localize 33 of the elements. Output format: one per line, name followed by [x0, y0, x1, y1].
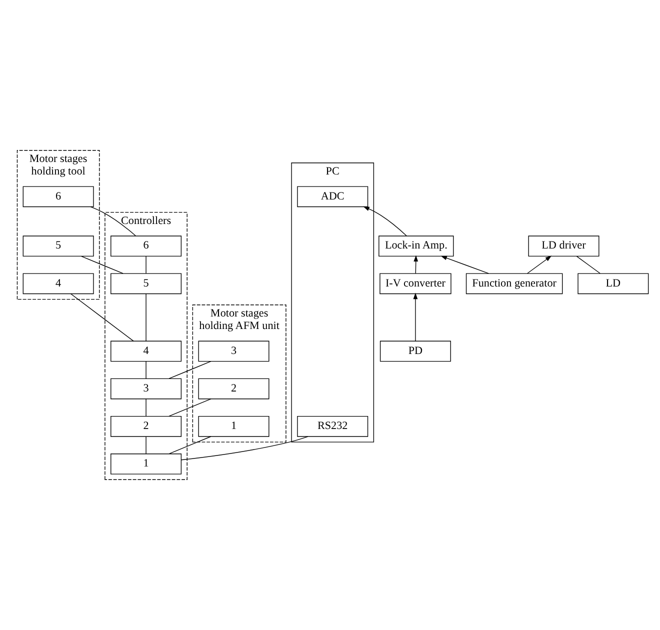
node-box: PD	[380, 340, 451, 362]
node-box: 3	[110, 378, 182, 400]
node-box: ADC	[297, 186, 368, 208]
connector	[181, 436, 308, 460]
arrow	[413, 292, 418, 342]
node-box: 2	[198, 378, 270, 400]
node-box: 5	[22, 236, 94, 257]
node-box: 3	[198, 340, 270, 362]
connector	[90, 206, 136, 236]
node-box: LD driver	[528, 236, 600, 257]
node-box: Lock-in Amp.	[378, 236, 454, 257]
node-box: 6	[110, 236, 182, 257]
node-box: LD	[578, 273, 649, 294]
node-box: 6	[22, 186, 94, 208]
connector	[168, 360, 212, 379]
node-box: 1	[198, 416, 270, 437]
connector	[168, 398, 212, 417]
node-box: I-V converter	[380, 273, 452, 294]
node-box: RS232	[297, 416, 368, 437]
arrow	[363, 206, 407, 236]
node-box: 4	[22, 273, 94, 294]
node-box: 2	[110, 416, 182, 437]
connector	[576, 256, 600, 274]
arrow	[527, 256, 552, 274]
arrow	[440, 256, 489, 274]
connector	[168, 436, 212, 454]
node-box: Function generator	[466, 273, 563, 294]
connector	[70, 294, 134, 342]
arrow	[414, 255, 418, 274]
connector	[80, 256, 124, 274]
node-box: 4	[110, 340, 182, 362]
node-box: 1	[110, 454, 182, 474]
node-box: 5	[110, 273, 182, 294]
